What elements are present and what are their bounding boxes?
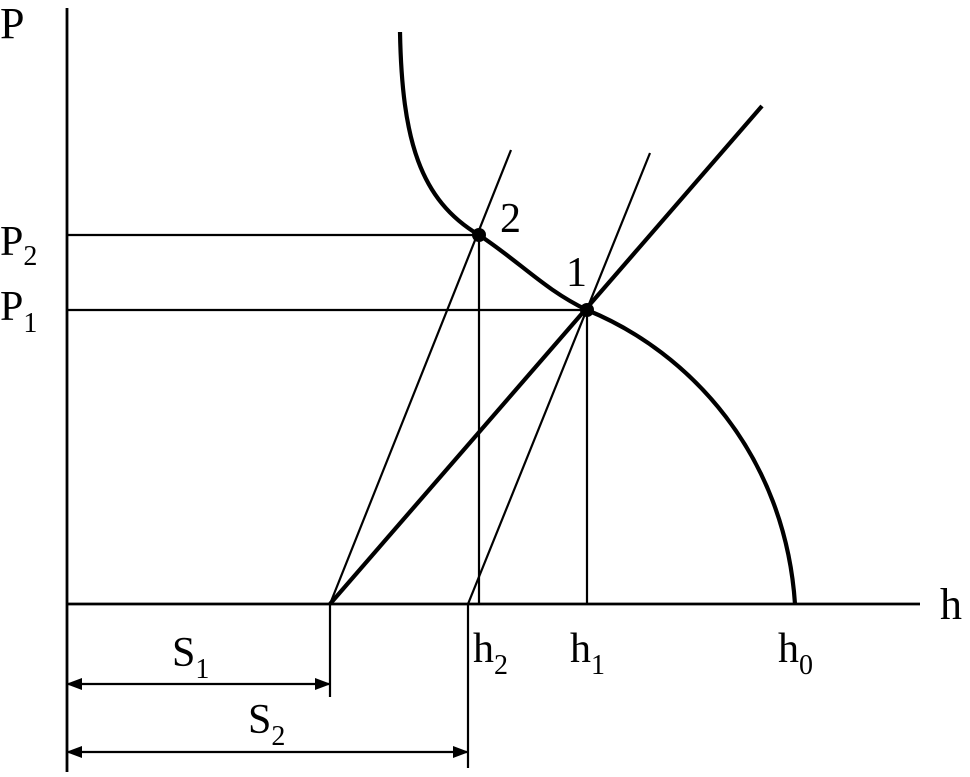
h0-label: h0 xyxy=(778,626,813,681)
y-axis-label: P xyxy=(0,0,24,48)
h2-label: h2 xyxy=(473,626,508,681)
tangent-line-from-s1 xyxy=(328,149,513,605)
point-2-label: 2 xyxy=(500,196,521,242)
h1-label: h1 xyxy=(570,626,605,681)
point-1-label: 1 xyxy=(566,250,587,296)
p2-label: P2 xyxy=(0,219,37,272)
s1-label: S1 xyxy=(172,630,209,685)
s2-label: S2 xyxy=(248,697,285,752)
characteristic-curve xyxy=(397,31,798,605)
x-axis-label: h xyxy=(940,580,962,629)
tangent-line-from-s2 xyxy=(466,152,652,605)
point-2-marker xyxy=(472,228,486,242)
p1-label: P1 xyxy=(0,284,37,339)
point-1-marker xyxy=(580,303,594,317)
operating-line xyxy=(328,104,764,606)
